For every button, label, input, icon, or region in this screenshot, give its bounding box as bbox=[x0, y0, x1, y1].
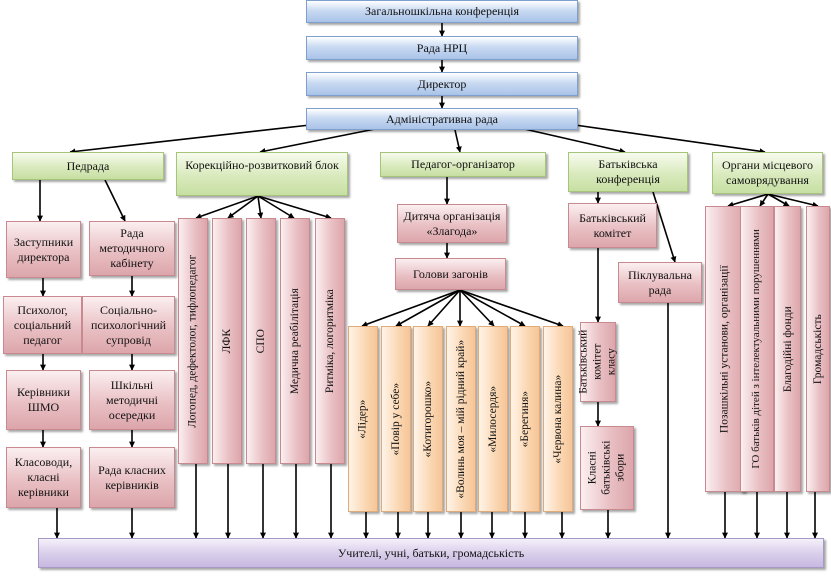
node-admin-council: Адміністративна рада bbox=[306, 108, 578, 130]
node-logoped-label: Логопед, дефектолог, тифлопедагог bbox=[186, 254, 199, 428]
node-pedrada: Педрада bbox=[12, 152, 164, 180]
node-local-gov: Органи місцевого самоврядування bbox=[712, 152, 823, 194]
node-squad-volyn: «Волинь моя – мій рідний край» bbox=[446, 326, 476, 512]
node-spo: СПО bbox=[246, 218, 276, 464]
node-squad-believe-label: «Повір у себе» bbox=[389, 382, 402, 456]
node-squad-leader-label: «Лідер» bbox=[356, 399, 369, 439]
node-class-teachers: Класоводи, класні керівники bbox=[6, 447, 81, 508]
node-squad-mercy-label: «Милосердя» bbox=[486, 385, 499, 453]
node-organizer: Педагог-організатор bbox=[380, 152, 546, 177]
node-squad-kotygoroshko-label: «Котигорошко» bbox=[421, 380, 434, 458]
node-rhythmics-label: Ритміка, логоритміка bbox=[323, 289, 336, 393]
node-charity-funds: Благодійні фонди bbox=[774, 206, 801, 492]
node-squad-kotygoroshko: «Котигорошко» bbox=[413, 326, 443, 512]
node-squad-kalyna: «Червона калина» bbox=[543, 326, 573, 512]
node-psychologist: Психолог, соціальний педагог bbox=[3, 296, 82, 354]
node-squad-volyn-label: «Волинь моя – мій рідний край» bbox=[454, 339, 467, 499]
node-lfk: ЛФК bbox=[212, 218, 242, 464]
node-squad-heads: Голови загонів bbox=[395, 258, 506, 290]
node-method-council: Рада методичного кабінету bbox=[89, 221, 175, 276]
node-squad-believe: «Повір у себе» bbox=[381, 326, 411, 512]
node-squad-berehynia-label: «Берегиня» bbox=[518, 390, 531, 448]
node-parent-ngo: ГО батьків дітей з інтелектуальними пору… bbox=[740, 206, 774, 492]
node-extracurricular: Позашкільні установи, організації bbox=[705, 206, 745, 492]
node-spo-label: СПО bbox=[254, 328, 267, 354]
node-community: Громадськість bbox=[806, 206, 830, 492]
node-bottom-audience: Учителі, учні, батьки, громадськість bbox=[38, 538, 824, 568]
node-class-parent-meetings-label: Класні батьківські збори bbox=[586, 440, 626, 496]
node-child-org: Дитяча організація «Злагода» bbox=[397, 204, 507, 243]
node-class-parent-committee: Батьківський комітет класу bbox=[577, 322, 617, 402]
node-shmo-heads: Керівники ШМО bbox=[6, 370, 81, 430]
node-parent-conference: Батьківська конференція bbox=[568, 152, 688, 192]
node-medical-rehab-label: Медична реабілітація bbox=[288, 288, 301, 394]
node-deputies: Заступники директора bbox=[6, 221, 81, 278]
node-method-units: Шкільні методичні осередки bbox=[89, 370, 175, 430]
node-parent-committee: Батьківський комітет bbox=[568, 203, 657, 248]
node-extracurricular-label: Позашкільні установи, організації bbox=[718, 265, 731, 433]
node-lfk-label: ЛФК bbox=[220, 328, 233, 354]
node-medical-rehab: Медична реабілітація bbox=[280, 218, 310, 464]
node-class-parent-meetings: Класні батьківські збори bbox=[580, 426, 634, 510]
node-class-leaders-council: Рада класних керівників bbox=[89, 447, 175, 508]
node-charity-funds-label: Благодійні фонди bbox=[781, 306, 794, 392]
node-school-conference: Загальношкільна конференція bbox=[306, 0, 578, 23]
node-logoped: Логопед, дефектолог, тифлопедагог bbox=[178, 218, 208, 464]
node-social-support: Соціально-психологічний супровід bbox=[82, 296, 175, 354]
node-trustee-council: Піклувальна рада bbox=[618, 262, 702, 303]
node-korek-block: Корекційно-розвитковий блок bbox=[176, 152, 348, 196]
node-community-label: Громадськість bbox=[811, 314, 824, 384]
node-director: Директор bbox=[306, 72, 578, 96]
node-squad-berehynia: «Берегиня» bbox=[510, 326, 540, 512]
node-squad-mercy: «Милосердя» bbox=[478, 326, 508, 512]
node-rhythmics: Ритміка, логоритміка bbox=[315, 218, 345, 464]
node-squad-leader: «Лідер» bbox=[348, 326, 378, 512]
node-nrc-council: Рада НРЦ bbox=[306, 36, 578, 60]
node-class-parent-committee-label: Батьківський комітет класу bbox=[577, 329, 617, 395]
node-parent-ngo-label: ГО батьків дітей з інтелектуальними пору… bbox=[750, 229, 763, 469]
node-squad-kalyna-label: «Червона калина» bbox=[551, 374, 564, 464]
